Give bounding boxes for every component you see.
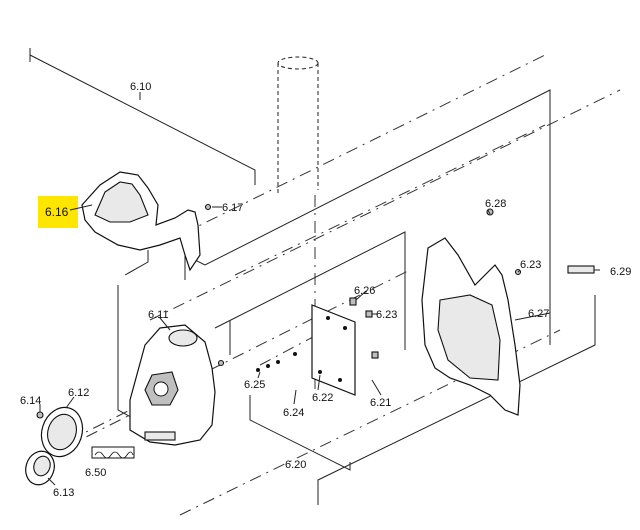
label-6-10: 6.10 xyxy=(130,81,151,93)
part-mounting-plate xyxy=(256,297,379,396)
label-6-24: 6.24 xyxy=(283,407,304,419)
label-6-25: 6.25 xyxy=(244,379,265,391)
label-6-14: 6.14 xyxy=(20,395,41,407)
upright-tube xyxy=(277,56,319,195)
centerlines xyxy=(39,54,621,516)
label-6-13: 6.13 xyxy=(53,487,74,499)
highlight-box xyxy=(38,196,78,228)
label-6-27: 6.27 xyxy=(528,308,549,320)
leader-lines xyxy=(39,92,600,486)
label-6-23-center: 6.23 xyxy=(376,309,397,321)
label-6-29: 6.29 xyxy=(610,266,631,278)
label-6-12: 6.12 xyxy=(68,387,89,399)
label-6-50: 6.50 xyxy=(85,467,106,479)
part-rear-shroud xyxy=(421,208,595,416)
label-6-21: 6.21 xyxy=(370,397,391,409)
part-base-shroud xyxy=(129,324,225,446)
label-6-28: 6.28 xyxy=(485,198,506,210)
part-decal-badge xyxy=(91,446,135,459)
label-6-23-right: 6.23 xyxy=(520,259,541,271)
part-handle-shroud xyxy=(81,171,212,272)
label-6-16: 6.16 xyxy=(45,205,69,219)
label-6-11: 6.11 xyxy=(148,309,169,321)
label-6-20: 6.20 xyxy=(285,459,306,471)
part-knob-ring xyxy=(25,406,84,486)
label-6-26: 6.26 xyxy=(354,285,375,297)
part-labels: 6.10 6.16 6.17 6.11 6.12 6.14 6.13 6.50 … xyxy=(20,81,631,499)
assembly-outline-lines xyxy=(29,48,596,505)
label-6-22: 6.22 xyxy=(312,392,333,404)
label-6-17: 6.17 xyxy=(222,202,243,214)
